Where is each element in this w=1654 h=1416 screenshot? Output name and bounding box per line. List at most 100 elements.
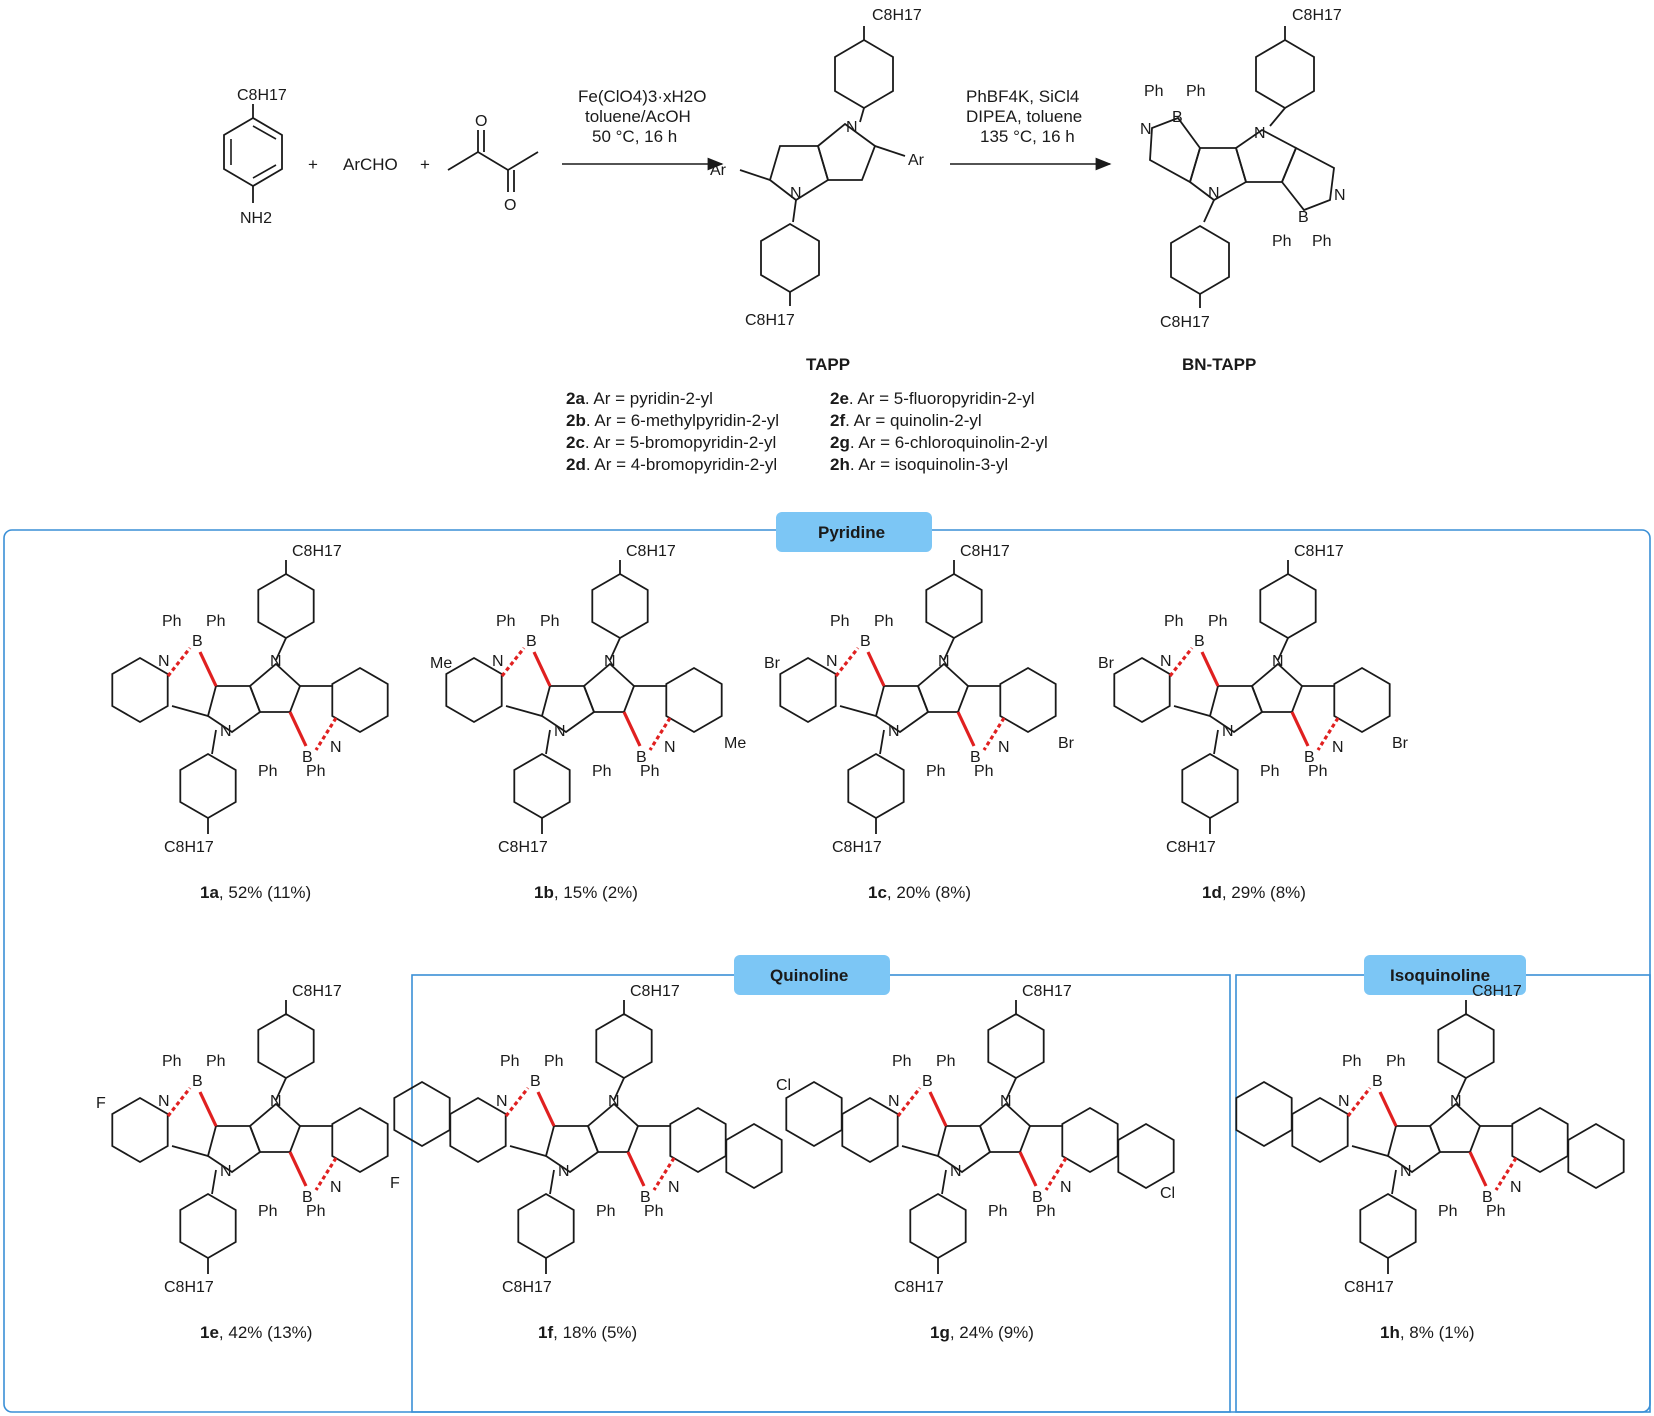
step2-line1: PhBF4K, SiCl4 xyxy=(966,87,1079,106)
quinoline-frame xyxy=(411,974,1231,1413)
tapp-octyl-bottom: C8H17 xyxy=(745,312,795,329)
bn-tapp-n-4: N xyxy=(1334,187,1346,204)
nitrogen-label: N xyxy=(558,1163,570,1180)
boron-bottom: B xyxy=(1482,1189,1493,1206)
compound-yield: , 24% (9%) xyxy=(950,1323,1034,1342)
quinoline-tag-label: Quinoline xyxy=(770,966,848,985)
phenyl-label: Ph xyxy=(1208,613,1228,630)
phenyl-label: Ph xyxy=(206,1053,226,1070)
phenyl-label: Ph xyxy=(644,1203,664,1220)
octyl-top-label: C8H17 xyxy=(626,543,676,560)
compound-id: 1a xyxy=(200,883,219,902)
bn-tapp-structure: C8H17 C8H17 B B Ph Ph Ph Ph N N N N xyxy=(1140,7,1346,331)
bn-tapp-n-1: N xyxy=(1140,121,1152,138)
phenyl-label: Ph xyxy=(830,613,850,630)
nitrogen-label: N xyxy=(1222,723,1234,740)
compound-yield: , 42% (13%) xyxy=(219,1323,313,1342)
boron-bottom: B xyxy=(1032,1189,1043,1206)
nitrogen-label: N xyxy=(220,1163,232,1180)
compound-yield: , 52% (11%) xyxy=(219,883,311,902)
nitrogen-label: N xyxy=(496,1093,508,1110)
substituent-left: Cl xyxy=(776,1077,791,1094)
phenyl-label: Ph xyxy=(162,1053,182,1070)
compound-yield: , 8% (1%) xyxy=(1400,1323,1475,1342)
compound-caption: 1d, 29% (8%) xyxy=(1202,883,1306,902)
nitrogen-label: N xyxy=(1510,1179,1522,1196)
phenyl-label: Ph xyxy=(988,1203,1008,1220)
phenyl-label: Ph xyxy=(936,1053,956,1070)
bn-tapp-octyl-top: C8H17 xyxy=(1292,7,1342,24)
boron-bottom: B xyxy=(302,1189,313,1206)
compound-id: 1b xyxy=(534,883,554,902)
boron-bottom: B xyxy=(636,749,647,766)
bn-tapp-b-bottom: B xyxy=(1298,209,1309,226)
ar-item: 2g. Ar = 6-chloroquinolin-2-yl xyxy=(830,433,1048,452)
nitrogen-label: N xyxy=(1060,1179,1072,1196)
bn-tapp-label: BN-TAPP xyxy=(1182,355,1256,374)
boron-bottom: B xyxy=(970,749,981,766)
substituent-right: Br xyxy=(1058,735,1075,752)
octyl-bottom-label: C8H17 xyxy=(1344,1279,1394,1296)
boron-bottom: B xyxy=(1304,749,1315,766)
ar-item: 2h. Ar = isoquinolin-3-yl xyxy=(830,455,1008,474)
compound-yield: , 29% (8%) xyxy=(1222,883,1306,902)
plus-sign-2: + xyxy=(420,155,430,174)
compound-id: 1h xyxy=(1380,1323,1400,1342)
nitrogen-label: N xyxy=(492,653,504,670)
octyl-bottom-label: C8H17 xyxy=(502,1279,552,1296)
phenyl-label: Ph xyxy=(258,1203,278,1220)
octyl-top-label: C8H17 xyxy=(1022,983,1072,1000)
phenyl-label: Ph xyxy=(974,763,994,780)
tapp-ar-right: Ar xyxy=(908,152,925,169)
compound-id: 1g xyxy=(930,1323,950,1342)
bn-tapp-octyl-bottom: C8H17 xyxy=(1160,314,1210,331)
phenyl-label: Ph xyxy=(874,613,894,630)
tapp-label: TAPP xyxy=(806,355,850,374)
aniline-nh2: NH2 xyxy=(240,210,272,227)
nitrogen-label: N xyxy=(1400,1163,1412,1180)
nitrogen-label: N xyxy=(554,723,566,740)
octyl-bottom-label: C8H17 xyxy=(498,839,548,856)
phenyl-label: Ph xyxy=(162,613,182,630)
phenyl-label: Ph xyxy=(1036,1203,1056,1220)
nitrogen-label: N xyxy=(888,1093,900,1110)
phenyl-label: Ph xyxy=(258,763,278,780)
octyl-bottom-label: C8H17 xyxy=(164,839,214,856)
aniline-reagent: C8H17 NH2 xyxy=(223,87,287,227)
phenyl-label: Ph xyxy=(1438,1203,1458,1220)
nitrogen-label: N xyxy=(604,653,616,670)
step2-arrow: PhBF4K, SiCl4 DIPEA, toluene 135 °C, 16 … xyxy=(950,87,1112,171)
substituent-right: Me xyxy=(724,735,746,752)
isoquinoline-frame xyxy=(1235,974,1651,1413)
compound-caption: 1b, 15% (2%) xyxy=(534,883,638,902)
pyridine-tag-label: Pyridine xyxy=(818,523,885,542)
compound-yield: , 18% (5%) xyxy=(553,1323,637,1342)
nitrogen-label: N xyxy=(1000,1093,1012,1110)
aniline-octyl: C8H17 xyxy=(237,87,287,104)
bn-tapp-n-3: N xyxy=(1208,185,1220,202)
nitrogen-label: N xyxy=(998,739,1010,756)
phenyl-label: Ph xyxy=(1308,763,1328,780)
phenyl-label: Ph xyxy=(206,613,226,630)
tapp-octyl-top: C8H17 xyxy=(872,7,922,24)
nitrogen-label: N xyxy=(270,1093,282,1110)
phenyl-label: Ph xyxy=(1260,763,1280,780)
compound-caption: 1c, 20% (8%) xyxy=(868,883,971,902)
step1-line1: Fe(ClO4)3·xH2O xyxy=(578,87,706,106)
nitrogen-label: N xyxy=(1160,653,1172,670)
tapp-structure: C8H17 C8H17 Ar Ar N N xyxy=(710,7,925,329)
phenyl-label: Ph xyxy=(596,1203,616,1220)
nitrogen-label: N xyxy=(158,1093,170,1110)
bn-tapp-ph-1: Ph xyxy=(1144,83,1164,100)
nitrogen-label: N xyxy=(668,1179,680,1196)
nitrogen-label: N xyxy=(1332,739,1344,756)
ar-item: 2f. Ar = quinolin-2-yl xyxy=(830,411,982,430)
substituent-left: Br xyxy=(764,655,781,672)
octyl-top-label: C8H17 xyxy=(630,983,680,1000)
nitrogen-label: N xyxy=(950,1163,962,1180)
